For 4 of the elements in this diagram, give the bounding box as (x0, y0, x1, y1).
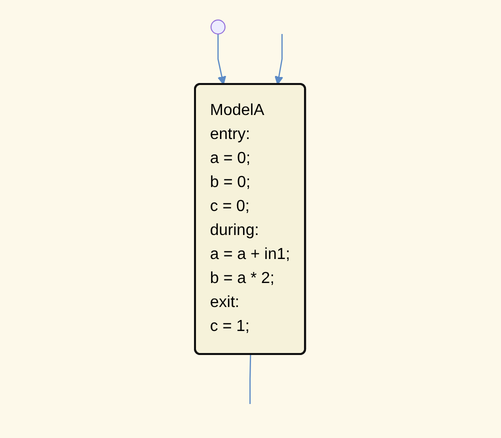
node-circle (211, 20, 226, 34)
arrow (218, 34, 227, 85)
connector (250, 354, 252, 404)
arrow (275, 34, 284, 85)
